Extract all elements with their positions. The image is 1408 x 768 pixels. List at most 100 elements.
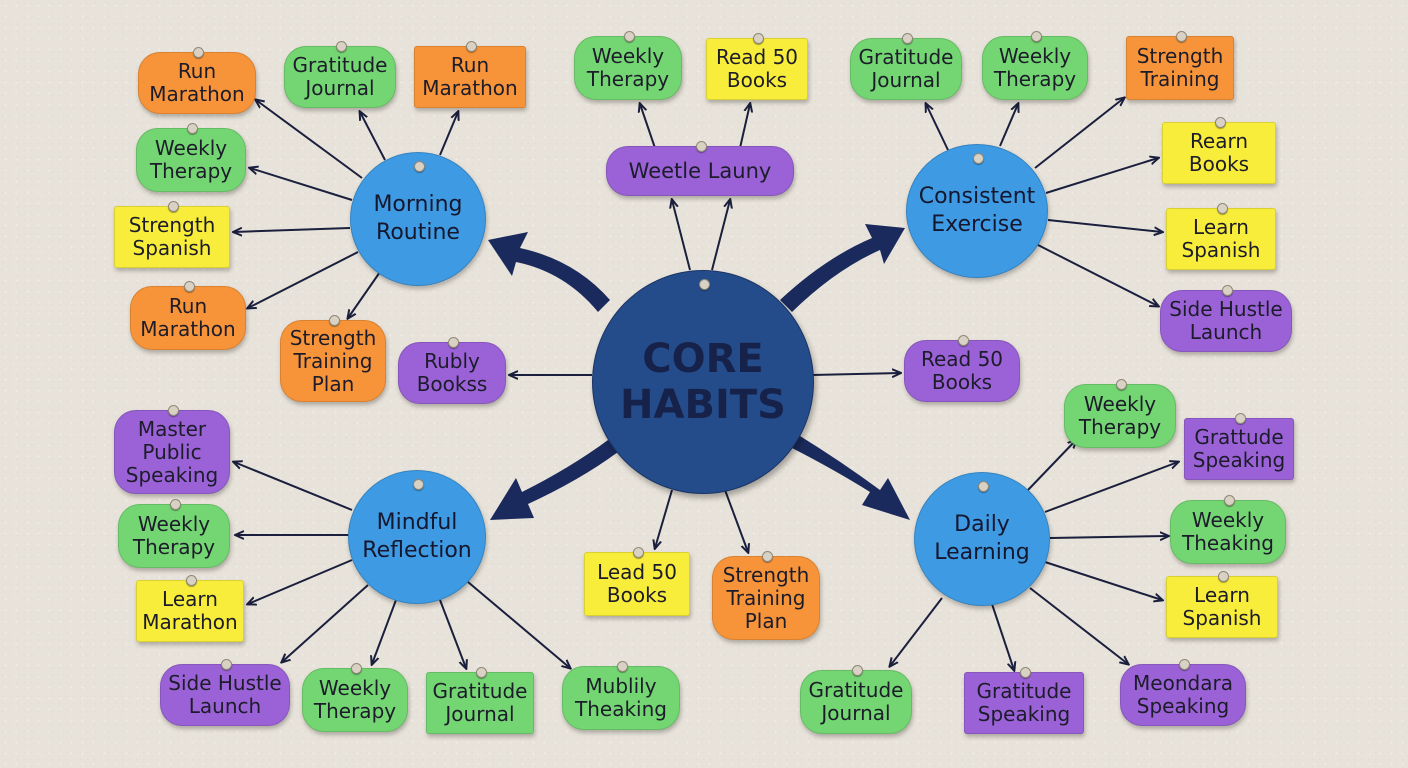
link-core-bc1 — [655, 489, 673, 548]
pin-icon — [978, 481, 989, 492]
note-line1: Learn — [1193, 215, 1249, 239]
note-line2: Books — [726, 68, 788, 92]
link-core-mr — [811, 373, 900, 375]
note-line2: Training — [293, 348, 373, 373]
link-morning-tl7 — [348, 271, 381, 318]
hub-label-line2: Reflection — [362, 538, 472, 563]
arrow-to-consistent-exercise — [780, 224, 905, 312]
link-exercise-tr6 — [1037, 244, 1158, 306]
note-line1: Side Hustle — [1169, 297, 1283, 321]
pin-icon — [1215, 117, 1226, 128]
link-exercise-tr5 — [1047, 219, 1162, 232]
note-line1: Gratitude — [858, 45, 954, 69]
pin-icon — [414, 161, 425, 172]
note-line2: Speaking — [1192, 448, 1286, 472]
pin-icon — [1116, 379, 1127, 390]
link-learning-br7 — [1029, 587, 1128, 664]
note-line1: Read 50 — [715, 45, 799, 69]
note-line1: Read 50 — [920, 347, 1004, 371]
link-reflection-bl1 — [234, 462, 353, 511]
note-line2: Speaking — [1136, 694, 1230, 718]
note-line2: Journal — [871, 68, 941, 92]
note-line1: Meondara — [1133, 671, 1233, 695]
note-line1: Run — [177, 59, 217, 83]
note-line1: Gratitude — [976, 679, 1072, 703]
pin-icon — [617, 661, 628, 672]
hub-top-center[interactable]: Weetle Launy — [606, 141, 794, 196]
note-line1: Master — [137, 416, 207, 441]
pin-icon — [1235, 413, 1246, 424]
link-morning-tl6 — [248, 251, 359, 308]
note-line1: Mublily — [585, 674, 657, 698]
link-morning-tl2 — [360, 112, 386, 161]
note-line1: Lead 50 — [597, 560, 677, 584]
note-line2: Therapy — [149, 159, 233, 183]
link-exercise-tr2 — [999, 104, 1018, 147]
note-line1: Rubly — [424, 349, 480, 373]
pin-icon — [221, 659, 232, 670]
note-line2: Spanish — [132, 236, 212, 260]
link-exercise-tr4 — [1045, 158, 1158, 194]
pin-icon — [476, 667, 487, 678]
link-learning-br3 — [1049, 536, 1168, 538]
pin-icon — [351, 663, 362, 674]
note-line2: Marathon — [149, 82, 245, 106]
pin-icon — [1031, 31, 1042, 42]
note-line1: Run — [168, 294, 208, 318]
note-line2: Therapy — [132, 535, 216, 559]
pin-icon — [187, 123, 198, 134]
link-reflection-bl3 — [248, 559, 353, 604]
link-learning-br4 — [1044, 561, 1162, 600]
note-line1: Weekly — [137, 512, 211, 536]
hub-label: Weetle Launy — [628, 158, 772, 183]
pin-icon — [1020, 667, 1031, 678]
link-morning-tl5 — [234, 228, 351, 232]
core-title-line2: HABITS — [620, 382, 786, 428]
note-line1: Grattude — [1194, 425, 1284, 449]
pin-icon — [1179, 659, 1190, 670]
hub-label-line2: Routine — [376, 220, 460, 245]
note-line1: Strength — [128, 213, 216, 237]
note-line3: Plan — [744, 608, 788, 633]
note-line1: Weekly — [1083, 392, 1157, 416]
pin-icon — [193, 47, 204, 58]
